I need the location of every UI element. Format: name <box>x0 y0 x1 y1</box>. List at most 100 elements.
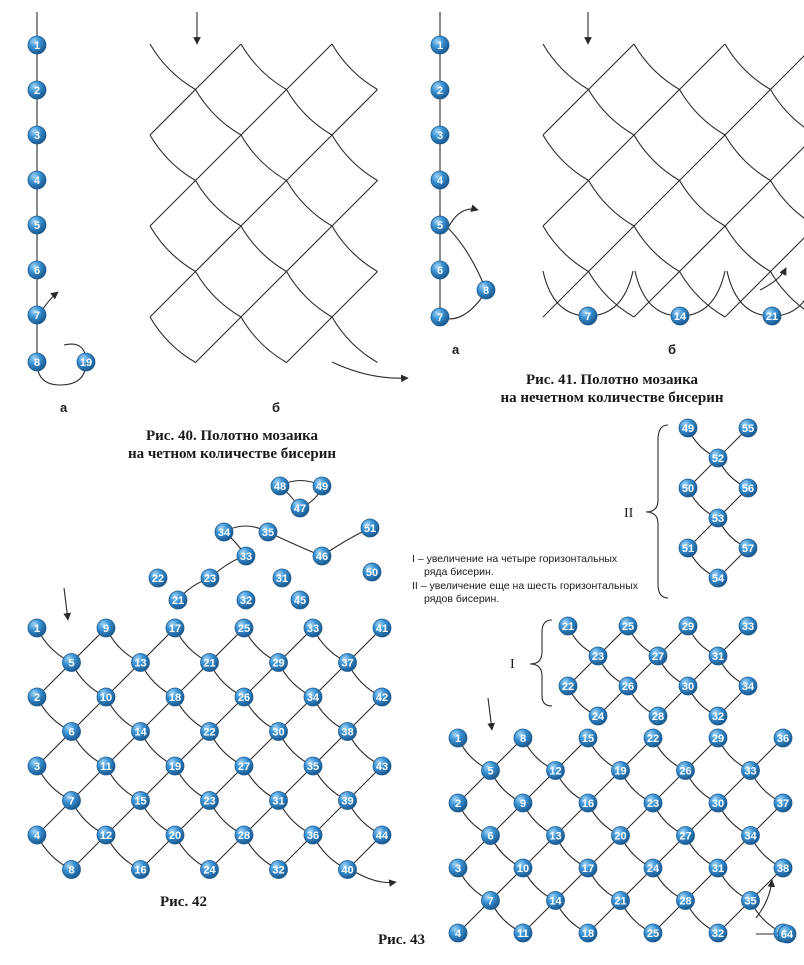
thread-path <box>149 316 196 363</box>
thread-path <box>279 479 323 509</box>
fig42-bead: 26 <box>234 687 254 707</box>
thread-path <box>679 180 726 227</box>
thread-path <box>149 43 196 90</box>
fig42-bead: 42 <box>372 687 392 707</box>
bead-number: 22 <box>152 573 164 585</box>
fig43-caption: Рис. 43 <box>378 932 425 948</box>
fig42-bead: 6 <box>62 722 81 741</box>
fig43-inc2-bead: 56 <box>738 478 758 498</box>
fig43-bead: 14 <box>546 891 565 910</box>
fig43-bead: 11 <box>513 923 533 943</box>
thread-path <box>770 237 804 272</box>
thread-path <box>331 43 378 90</box>
bead-number: 28 <box>679 896 691 908</box>
fig42-bead: 17 <box>165 618 185 638</box>
fig42-bead: 10 <box>96 687 116 707</box>
bead-number: 35 <box>307 761 319 773</box>
thread-path <box>286 271 333 318</box>
bead-number: 28 <box>238 830 250 842</box>
fig43-inc1-bead: 33 <box>738 616 758 636</box>
bead-number: 29 <box>682 621 694 633</box>
thread-path <box>286 316 333 363</box>
note-1-line1: I – увеличение на четыре горизонтальных <box>412 553 618 565</box>
thread-path <box>195 43 242 90</box>
bead-number: 21 <box>766 311 778 323</box>
fig42-upper-bead-50: 50 <box>362 562 382 582</box>
fig41-sublabel-b: б <box>668 342 676 357</box>
thread-path <box>770 180 804 219</box>
bead-number: 15 <box>134 796 146 808</box>
bead-number: 6 <box>68 727 74 739</box>
bead-number: 2 <box>34 85 40 97</box>
bead-number: 26 <box>622 681 634 693</box>
fig43-inc1-bead: 29 <box>678 616 698 636</box>
fig41-caption-line2: на нечетном количестве бисерин <box>500 390 723 406</box>
bead-number: 3 <box>34 761 40 773</box>
bead-number: 3 <box>437 130 443 142</box>
fig41-caption-line1: Рис. 41. Полотно мозаика <box>526 372 699 388</box>
fig42-bead: 43 <box>372 756 392 776</box>
fig42-bead: 13 <box>131 653 150 672</box>
fig43-bead: 24 <box>643 858 663 878</box>
bead-number: 46 <box>316 551 328 563</box>
bead-number: 29 <box>712 733 724 745</box>
thread-path <box>542 89 589 136</box>
fig41a-bead-8: 8 <box>476 280 496 300</box>
thread-path <box>195 316 242 363</box>
fig43-bead: 32 <box>708 923 728 943</box>
bead-number: 8 <box>483 285 489 297</box>
thread-path <box>240 271 287 318</box>
bead-number: 42 <box>376 692 388 704</box>
fig43-bead: 21 <box>611 891 630 910</box>
fig42-bead: 18 <box>165 687 185 707</box>
bead-number: 57 <box>742 543 754 555</box>
fig43-inc1-bead: 27 <box>648 646 668 666</box>
bead-number: 12 <box>100 830 112 842</box>
fig43-inc1-bead: 23 <box>588 646 608 666</box>
fig42-bead: 7 <box>62 791 81 810</box>
bead-number: 23 <box>592 651 604 663</box>
bead-number: 40 <box>341 865 353 877</box>
bead-number: 23 <box>647 798 659 810</box>
bead-number: 33 <box>742 621 754 633</box>
fig43-bead: 33 <box>741 761 760 780</box>
fig40a-bead-6: 6 <box>27 260 47 280</box>
bead-number: 12 <box>549 766 561 778</box>
thread-path <box>487 697 495 731</box>
bead-number: 22 <box>647 733 659 745</box>
fig42-bead: 39 <box>338 791 357 810</box>
fig42-bead: 32 <box>269 860 288 879</box>
thread-path <box>331 316 378 363</box>
fig40-sublabel-a: а <box>60 400 68 415</box>
thread-path <box>149 271 196 318</box>
bead-number: 55 <box>742 423 754 435</box>
roman-label-2: II <box>624 506 634 521</box>
fig40-caption-line1: Рис. 40. Полотно мозаика <box>146 428 319 444</box>
bead-number: 20 <box>169 830 181 842</box>
bead-number: 1 <box>34 623 40 635</box>
thread-path <box>286 180 333 227</box>
bead-number: 25 <box>622 621 634 633</box>
thread-path <box>286 134 333 181</box>
fig43-bead: 18 <box>578 923 598 943</box>
fig43-inc2-bead: 53 <box>708 508 728 528</box>
thread-path <box>588 180 635 227</box>
thread-path <box>240 134 287 181</box>
bead-number: 11 <box>517 928 529 940</box>
bead-number: 25 <box>238 623 250 635</box>
bead-number: 37 <box>341 658 353 670</box>
bead-number: 18 <box>169 692 181 704</box>
bead-number: 21 <box>562 621 574 633</box>
bead-number: 31 <box>712 863 724 875</box>
fig43-bead: 37 <box>773 793 793 813</box>
bead-number: 51 <box>682 543 694 555</box>
thread-path <box>588 134 635 181</box>
fig41b-bead-14: 14 <box>670 306 690 326</box>
fig43-inc2-bead: 51 <box>678 538 698 558</box>
bead-number: 19 <box>80 357 92 369</box>
thread-path <box>679 271 726 318</box>
fig43-bead: 6 <box>481 826 500 845</box>
bead-number: 30 <box>682 681 694 693</box>
